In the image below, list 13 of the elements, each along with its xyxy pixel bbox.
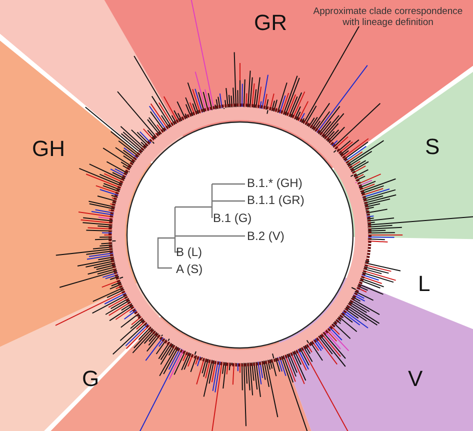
clade-label: GH — [32, 138, 65, 160]
lineage-label: B.1.1 (GR) — [247, 194, 304, 206]
note-text: Approximate clade correspondence with lineage definition — [312, 6, 464, 29]
clade-label: L — [418, 273, 430, 295]
lineage-label: B.2 (V) — [247, 230, 284, 242]
lineage-label: B.1 (G) — [213, 212, 252, 224]
lineage-label: B (L) — [176, 246, 202, 258]
clade-label: GR — [254, 12, 287, 34]
lineage-label: A (S) — [176, 263, 203, 275]
lineage-label: B.1.* (GH) — [247, 177, 302, 189]
clade-label: S — [425, 136, 440, 158]
clade-label: G — [82, 368, 100, 390]
clade-label: V — [408, 368, 423, 390]
